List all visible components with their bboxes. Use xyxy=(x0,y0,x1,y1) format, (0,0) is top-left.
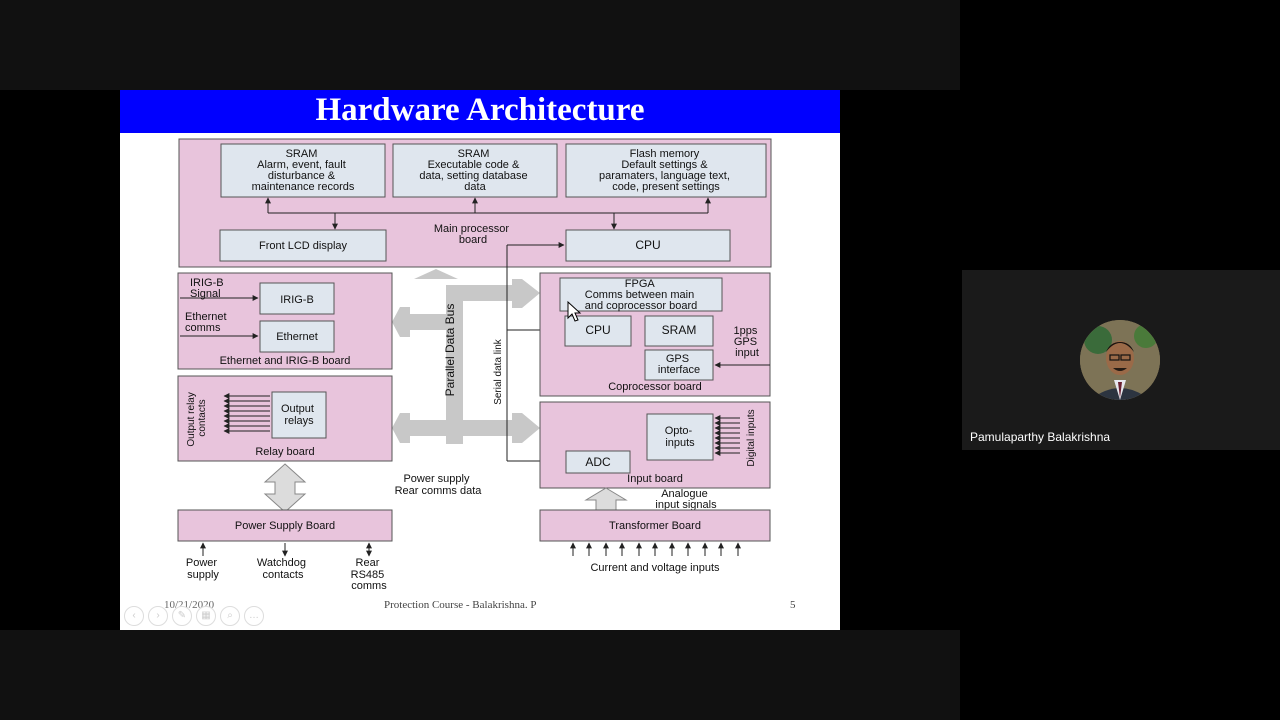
digital-input-arrows xyxy=(714,415,740,456)
slide-show-toolbar: ‹ › ✎ ▦ ⌕ … xyxy=(124,606,264,626)
front-lcd-label: Front LCD display xyxy=(259,240,348,252)
power-rear-comms-label: Power supply Rear comms data xyxy=(395,473,483,497)
coprocessor-sram-box xyxy=(644,315,714,347)
pen-icon[interactable]: ✎ xyxy=(172,606,192,626)
slides-grid-icon[interactable]: ▦ xyxy=(196,606,216,626)
coprocessor-board-label: Coprocessor board xyxy=(608,381,702,393)
ethernet-label: Ethernet xyxy=(276,331,318,343)
participant-avatar xyxy=(1080,320,1160,400)
ethernet-box xyxy=(259,320,335,353)
flash-memory-text: Flash memory Default settings & paramate… xyxy=(599,148,733,193)
power-supply-input-label: Power supply xyxy=(186,557,220,581)
parallel-data-bus-arrows xyxy=(392,269,540,444)
flash-memory-box xyxy=(565,143,767,198)
more-options-icon[interactable]: … xyxy=(244,606,264,626)
mouse-cursor-icon xyxy=(567,300,582,322)
watchdog-contacts-label: Watchdog contacts xyxy=(257,557,309,581)
fpga-box xyxy=(559,277,723,312)
power-supply-board xyxy=(177,509,393,542)
output-relays-box xyxy=(271,391,327,439)
irig-b-box xyxy=(259,282,335,315)
opto-inputs-box xyxy=(646,413,714,461)
gps-interface-label: GPS interface xyxy=(658,353,700,376)
power-supply-board-label: Power Supply Board xyxy=(235,520,335,532)
serial-data-link-label: Serial data link xyxy=(493,338,504,405)
current-voltage-input-arrows xyxy=(570,542,741,556)
adc-box xyxy=(565,450,631,474)
ethernet-comms-label: Ethernet comms xyxy=(185,311,230,334)
zoom-icon[interactable]: ⌕ xyxy=(220,606,240,626)
coprocessor-sram-label: SRAM xyxy=(662,323,697,337)
parallel-data-bus-label: Parallel Data Bus xyxy=(443,304,457,397)
pps-gps-input-label: 1pps GPS input xyxy=(734,325,761,359)
sram-code-text: SRAM Executable code & data, setting dat… xyxy=(419,148,530,193)
transformer-board-label: Transformer Board xyxy=(609,520,701,532)
sram-records-box xyxy=(220,143,386,198)
output-relay-contacts-label: Output relay contacts xyxy=(186,389,208,446)
opto-inputs-label: Opto- inputs xyxy=(665,425,696,449)
relay-contact-arrows xyxy=(223,393,270,434)
main-cpu-box xyxy=(565,229,731,262)
analogue-up-arrow xyxy=(584,487,628,511)
presentation-slide: Hardware Architecture SRAM Alarm, event,… xyxy=(120,90,840,630)
output-relays-label: Output relays xyxy=(281,403,317,427)
slide-page-number: 5 xyxy=(790,599,796,611)
gps-interface-box xyxy=(644,349,714,381)
participant-name: Pamulaparthy Balakrishna xyxy=(970,430,1111,444)
analogue-signals-label: Analogue input signals xyxy=(655,488,717,511)
rear-rs485-label: Rear RS485 comms xyxy=(351,557,388,592)
front-lcd-box xyxy=(219,229,387,262)
next-slide-icon[interactable]: › xyxy=(148,606,168,626)
slide-title: Hardware Architecture xyxy=(315,92,645,128)
main-cpu-label: CPU xyxy=(635,238,660,252)
digital-inputs-label: Digital inputs xyxy=(746,409,757,466)
main-processor-label: Main processor board xyxy=(434,223,512,246)
current-voltage-inputs-label: Current and voltage inputs xyxy=(590,562,720,574)
previous-slide-icon[interactable]: ‹ xyxy=(124,606,144,626)
fpga-label: FPGA Comms between main and coprocessor … xyxy=(585,278,698,312)
ethernet-board-label: Ethernet and IRIG-B board xyxy=(220,355,351,367)
participant-video-tile[interactable]: Pamulaparthy Balakrishna xyxy=(962,270,1280,450)
slide-footer-course: Protection Course - Balakrishna. P xyxy=(384,599,537,611)
sram-records-text: SRAM Alarm, event, fault disturbance & m… xyxy=(252,148,355,193)
coprocessor-cpu-label: CPU xyxy=(585,323,610,337)
slide-title-bar xyxy=(120,90,840,133)
irig-b-label: IRIG-B xyxy=(280,294,314,306)
relay-board-label: Relay board xyxy=(255,446,314,458)
sram-code-box xyxy=(392,143,558,198)
transformer-board xyxy=(539,509,771,542)
bottom-black-band xyxy=(0,630,960,720)
hardware-architecture-diagram: SRAM Alarm, event, fault disturbance & m… xyxy=(177,138,772,592)
adc-label: ADC xyxy=(585,455,611,469)
input-board-label: Input board xyxy=(627,473,683,485)
top-black-band xyxy=(0,0,960,90)
power-supply-double-arrow xyxy=(263,463,307,513)
irig-signal-label: IRIG-B Signal xyxy=(190,277,227,300)
